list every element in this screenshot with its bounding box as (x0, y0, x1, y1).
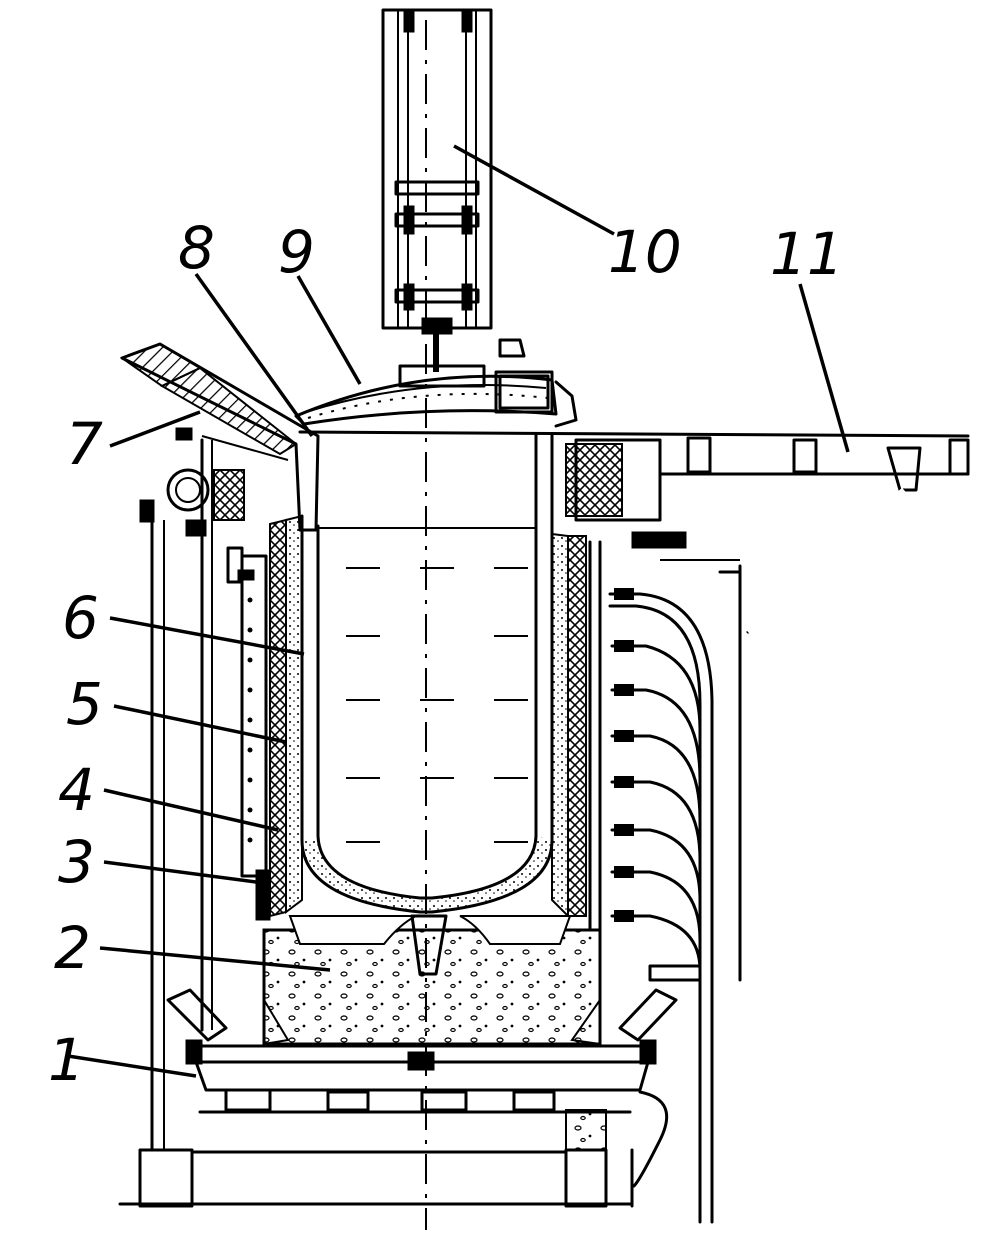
label-4: 4 (58, 756, 95, 824)
crucible-lining (269, 432, 587, 919)
part-labels: 1 2 3 4 5 6 7 8 9 10 11 (48, 214, 844, 1094)
hearth-base (262, 914, 602, 1046)
working-platform (298, 430, 970, 635)
leader-lines (67, 144, 850, 1078)
label-5: 5 (66, 670, 103, 738)
drive-mechanism (381, 8, 526, 372)
label-7: 7 (66, 410, 103, 478)
label-11: 11 (770, 220, 844, 288)
furnace-frame (118, 438, 634, 1208)
label-3: 3 (58, 828, 95, 896)
label-8: 8 (178, 214, 215, 282)
bottom-support (166, 988, 678, 1188)
label-10: 10 (608, 218, 682, 286)
pouring-spout (119, 342, 320, 537)
furnace-lid (294, 364, 578, 428)
label-2: 2 (54, 914, 91, 982)
melt-bath (346, 567, 528, 843)
label-1: 1 (48, 1026, 85, 1094)
label-9: 9 (278, 218, 315, 286)
label-6: 6 (62, 584, 99, 652)
side-shield (213, 469, 271, 921)
busbars (565, 438, 742, 1224)
